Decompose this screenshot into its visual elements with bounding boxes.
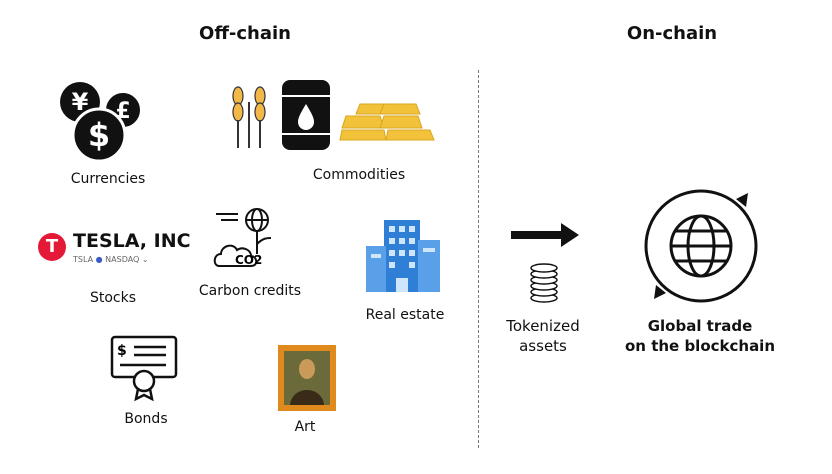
- result-line2: on the blockchain: [624, 337, 776, 355]
- carbon-credits-icon: CO2: [213, 208, 272, 267]
- tesla-name: TESLA, INC: [73, 230, 191, 252]
- gold-bars-icon: [339, 103, 435, 141]
- bonds-label: Bonds: [124, 411, 168, 427]
- result-line1: Global trade: [647, 317, 753, 335]
- mona-lisa-painting-icon: [278, 345, 336, 411]
- currencies-label: Currencies: [70, 171, 146, 187]
- svg-text:$: $: [88, 116, 110, 154]
- currencies-icon: ¥ £ $: [60, 82, 142, 163]
- svg-text:$: $: [117, 343, 127, 359]
- tokenized-line1: Tokenized: [506, 317, 580, 335]
- us-flag-icon: ●: [95, 255, 103, 264]
- blockchain-globe-icon: [644, 189, 758, 303]
- tesla-logo-icon: T: [38, 233, 66, 261]
- tesla-ticker: TSLA ● NASDAQ ⌄: [73, 255, 149, 264]
- commodities-label: Commodities: [312, 167, 406, 183]
- tokenized-line2: assets: [519, 337, 567, 355]
- building-icon: [366, 220, 440, 292]
- svg-text:¥: ¥: [72, 88, 89, 116]
- exchange: NASDAQ: [105, 255, 140, 264]
- carbon-credits-label: Carbon credits: [198, 283, 302, 299]
- tokenized-assets-label: Tokenized assets: [506, 316, 579, 356]
- right-arrow-icon: [511, 223, 579, 247]
- off-chain-heading: Off-chain: [199, 23, 291, 44]
- ticker: TSLA: [73, 255, 94, 264]
- bond-certificate-icon: $: [110, 335, 178, 402]
- real-estate-label: Real estate: [365, 307, 445, 323]
- coins-icon: [530, 263, 558, 303]
- divider: [478, 70, 479, 448]
- global-trade-label: Global trade on the blockchain: [625, 316, 775, 356]
- wheat-icon: [232, 86, 266, 148]
- oil-barrel-icon: [282, 80, 330, 150]
- stocks-label: Stocks: [89, 290, 137, 306]
- svg-text:CO2: CO2: [235, 253, 262, 267]
- on-chain-heading: On-chain: [626, 23, 718, 44]
- art-label: Art: [294, 419, 316, 435]
